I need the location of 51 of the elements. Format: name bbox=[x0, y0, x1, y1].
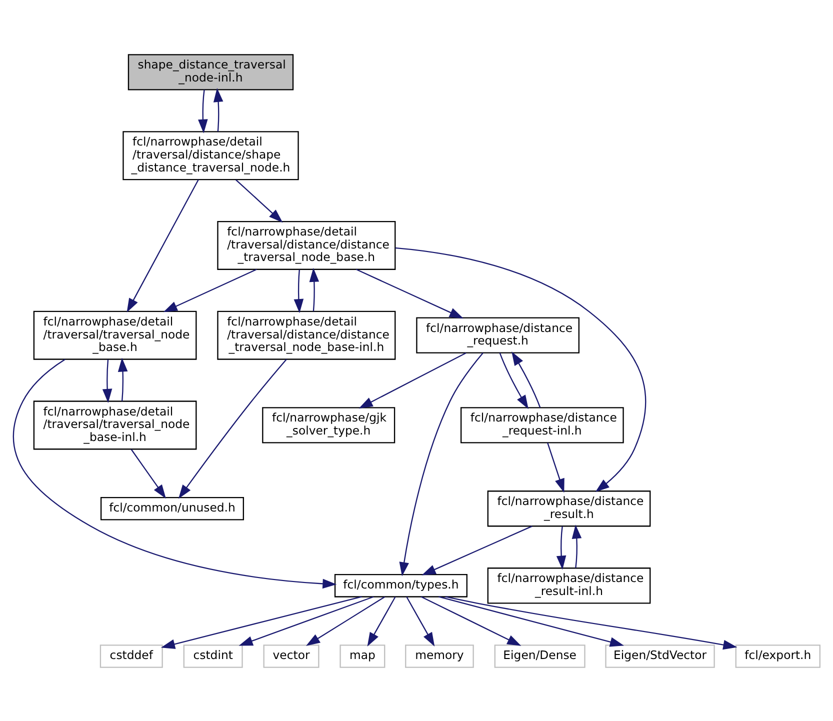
arrow bbox=[445, 596, 738, 650]
node-box: shape_distance_traversal _node-inl.h bbox=[128, 54, 294, 90]
arrow bbox=[118, 357, 128, 401]
node-box: vector bbox=[263, 644, 320, 668]
node-box: map bbox=[340, 644, 386, 668]
node-box: fcl/narrowphase/detail /traversal/traversal_node _base.h bbox=[33, 310, 197, 360]
arrow bbox=[358, 352, 466, 408]
arrow bbox=[422, 525, 532, 575]
node-box: fcl/export.h bbox=[735, 644, 820, 668]
arrow bbox=[309, 267, 320, 311]
arrow bbox=[395, 246, 646, 492]
arrow bbox=[547, 442, 564, 492]
arrow bbox=[406, 596, 435, 646]
arrow bbox=[163, 268, 257, 312]
node-box: fcl/narrowphase/distance _result.h bbox=[487, 490, 651, 526]
arrow bbox=[420, 596, 522, 646]
node-box: cstddef bbox=[100, 644, 163, 668]
arrow bbox=[438, 596, 624, 646]
arrow bbox=[178, 358, 287, 498]
arrow bbox=[306, 596, 386, 646]
arrow bbox=[102, 358, 112, 402]
arrow bbox=[572, 524, 582, 568]
node-box: Eigen/Dense bbox=[494, 644, 586, 668]
node-box: fcl/narrowphase/detail /traversal/distance/distance _traversal_node_base-inl.h bbox=[217, 310, 396, 360]
arrow bbox=[238, 596, 374, 646]
node-box: fcl/common/types.h bbox=[334, 573, 468, 597]
node-box: fcl/narrowphase/gjk _solver_type.h bbox=[262, 406, 396, 443]
arrow bbox=[367, 596, 396, 646]
node-box: Eigen/StdVector bbox=[605, 644, 715, 668]
arrow bbox=[356, 268, 464, 318]
node-box: fcl/narrowphase/distance _request-inl.h bbox=[460, 406, 624, 443]
arrow bbox=[399, 352, 484, 576]
node-box: fcl/narrowphase/detail /traversal/distance/shape _distance_traversal_node.h bbox=[122, 130, 299, 180]
arrow bbox=[198, 89, 208, 133]
arrow bbox=[499, 352, 528, 409]
arrow bbox=[130, 448, 166, 498]
arrow bbox=[556, 526, 566, 570]
node-box: memory bbox=[405, 644, 474, 668]
node-box: fcl/narrowphase/distance _result-inl.h bbox=[487, 567, 651, 604]
arrow bbox=[213, 87, 224, 132]
node-box: cstdint bbox=[183, 644, 243, 668]
node-box: fcl/narrowphase/detail /traversal/traversal_node _base-inl.h bbox=[33, 400, 197, 450]
node-box: fcl/common/unused.h bbox=[100, 496, 244, 520]
arrow bbox=[294, 269, 304, 313]
node-box: fcl/narrowphase/detail /traversal/distance/distance _traversal_node_base.h bbox=[217, 220, 396, 270]
arrow bbox=[126, 178, 199, 312]
arrow bbox=[13, 358, 337, 588]
node-box: fcl/narrowphase/distance _request.h bbox=[416, 316, 580, 353]
arrow bbox=[235, 178, 283, 222]
arrow bbox=[160, 596, 362, 648]
arrow bbox=[512, 350, 541, 408]
